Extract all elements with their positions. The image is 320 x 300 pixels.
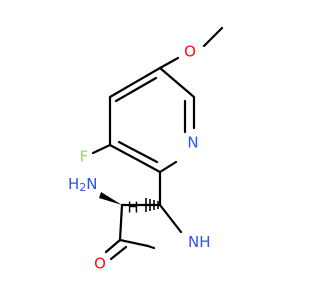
bond-pyridine-1-inner [114, 76, 158, 103]
bond-methyl-oxygen [202, 26, 224, 48]
bond-pyridine-1 [108, 66, 162, 99]
atom-fluorine: F [80, 148, 89, 166]
atom-amine: H2N [68, 175, 98, 195]
molecule-structure: O F N H2N H NH O [68, 26, 224, 273]
bond-carbonyl-inner [109, 245, 128, 261]
atom-lactam-nitrogen: NH [188, 233, 211, 251]
bond-pyridine-6 [158, 66, 196, 99]
wedge-bond-amine [99, 192, 122, 205]
lactam-h: H [199, 233, 210, 251]
bond-pyridine-3-inner [117, 140, 159, 164]
atom-carbonyl-oxygen: O [94, 255, 106, 273]
amine-n: N [86, 175, 97, 193]
atom-methoxy-oxygen: O [184, 43, 196, 61]
bond-pyridine-4 [158, 160, 178, 174]
atom-stereo-h: H [127, 199, 138, 217]
bond-pyrrolidine-4 [118, 203, 124, 242]
lactam-n: N [188, 233, 199, 251]
bond-oxygen-ring [158, 56, 180, 70]
amine-subscript: 2 [79, 181, 86, 194]
bond-pyridine-3 [108, 143, 162, 174]
bond-pyrrolidine-3 [118, 238, 150, 248]
bond-carbonyl-outer [104, 238, 122, 254]
bond-fluorine [91, 143, 112, 155]
atom-pyridine-nitrogen: N [187, 134, 198, 152]
amine-h: H [68, 175, 79, 193]
bond-pyrrolidine-1 [158, 203, 183, 234]
hash-bond-stereo-h [145, 198, 159, 212]
